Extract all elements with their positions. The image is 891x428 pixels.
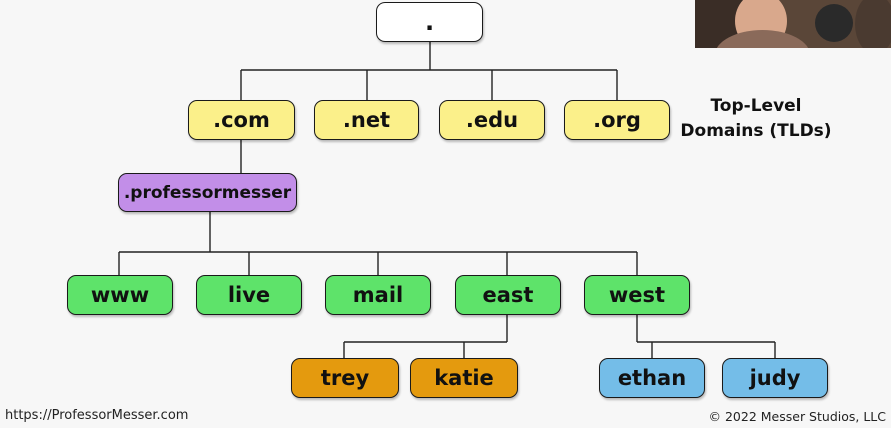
second-level-label: .professormesser <box>123 182 292 203</box>
host-node-katie: katie <box>410 358 518 398</box>
tld-node-edu: .edu <box>439 100 545 140</box>
host-label-katie: katie <box>434 366 494 390</box>
subdomain-label-live: live <box>227 283 271 307</box>
tld-caption-line-2: Domains (TLDs) <box>680 121 832 141</box>
subdomain-label-east: east <box>482 283 534 307</box>
tld-label-net: .net <box>342 108 391 132</box>
tld-caption: Top-Level Domains (TLDs) <box>676 94 836 144</box>
presenter-shoulder <box>715 30 810 48</box>
host-label-trey: trey <box>320 366 370 390</box>
subdomain-label-www: www <box>90 283 150 307</box>
host-node-judy: judy <box>722 358 828 398</box>
root-node: . <box>376 2 483 42</box>
subdomain-node-live: live <box>196 275 302 315</box>
tld-node-org: .org <box>564 100 670 140</box>
second-level-node: .professormesser <box>118 173 297 212</box>
tld-label-com: .com <box>213 108 270 132</box>
subdomain-node-www: www <box>67 275 173 315</box>
presenter-webcam <box>695 0 891 48</box>
subdomain-label-mail: mail <box>352 283 404 307</box>
tld-node-net: .net <box>314 100 419 140</box>
subdomain-label-west: west <box>608 283 666 307</box>
root-label: . <box>424 8 435 36</box>
host-node-ethan: ethan <box>599 358 705 398</box>
host-node-trey: trey <box>291 358 399 398</box>
host-label-ethan: ethan <box>617 366 687 390</box>
subdomain-node-west: west <box>584 275 690 315</box>
tld-caption-line-1: Top-Level <box>710 96 802 116</box>
footer-url: https://ProfessorMesser.com <box>5 408 189 423</box>
tld-label-edu: .edu <box>465 108 519 132</box>
microphone <box>815 4 853 42</box>
subdomain-node-mail: mail <box>325 275 431 315</box>
host-label-judy: judy <box>749 366 801 390</box>
subdomain-node-east: east <box>455 275 561 315</box>
webcam-equipment <box>855 0 891 48</box>
tld-node-com: .com <box>188 100 295 140</box>
footer-copyright: © 2022 Messer Studios, LLC <box>708 409 887 424</box>
tld-label-org: .org <box>593 108 641 132</box>
